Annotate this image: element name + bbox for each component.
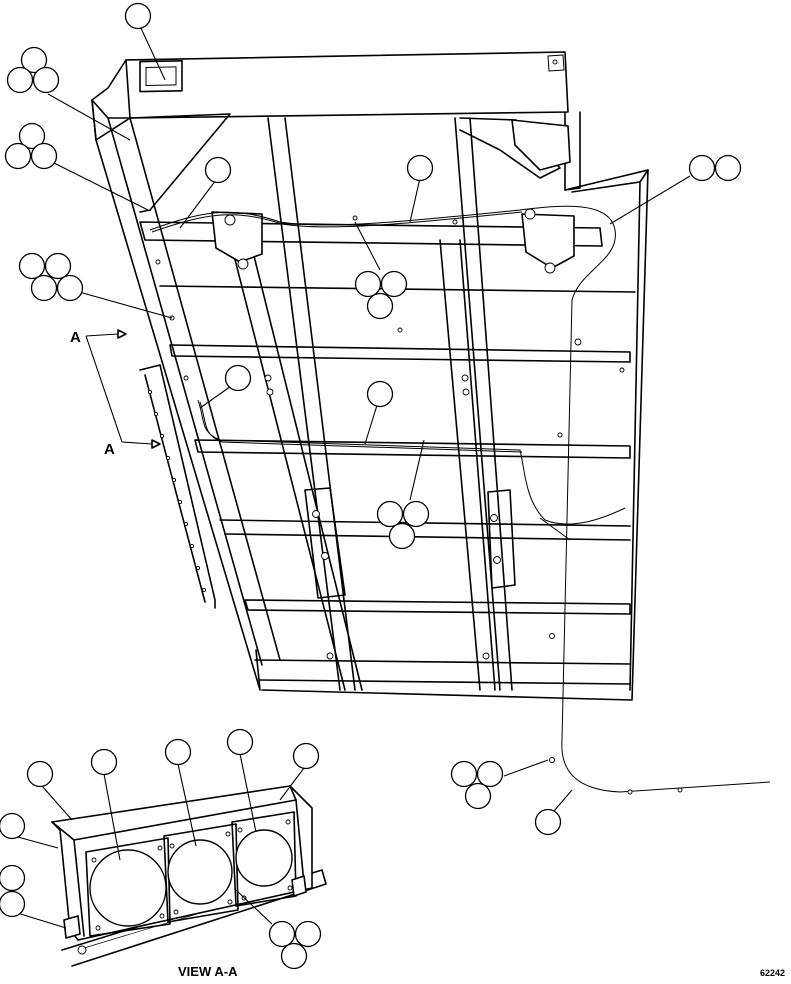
drawing-number: 62242 (760, 968, 785, 978)
frame-fastener-holes (147, 215, 683, 795)
section-label-top: A (70, 329, 81, 346)
section-label-bottom: A (104, 441, 115, 458)
view-a-a-leaders (13, 753, 305, 929)
view-title: VIEW A-A (178, 964, 238, 979)
callout-bubbles (4, 2, 742, 836)
section-a-marker: A A (70, 329, 161, 458)
view-a-a-detail (51, 785, 327, 967)
view-a-a-callouts (0, 728, 322, 970)
callout-leaders (47, 25, 691, 819)
main-frame-assembly (91, 51, 771, 793)
